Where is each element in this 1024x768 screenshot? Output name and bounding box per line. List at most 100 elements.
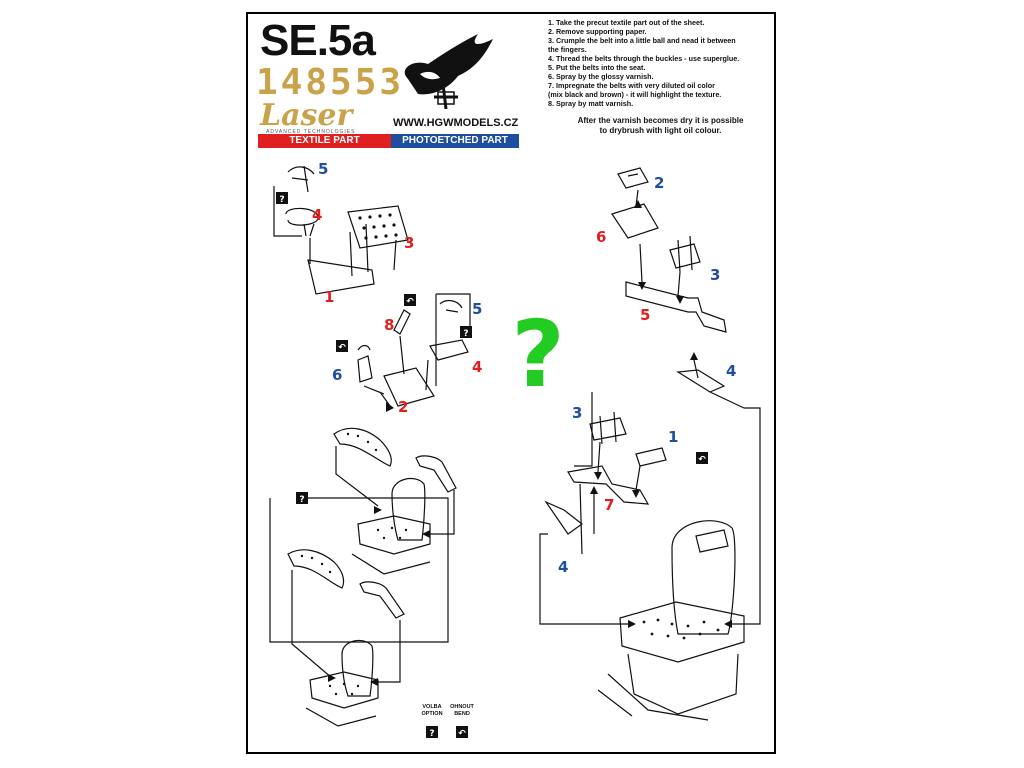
instruction-step: 2. Remove supporting paper. <box>548 27 647 36</box>
option-box-a: ? <box>276 192 288 205</box>
arrow-head <box>590 486 598 494</box>
textile-part-bar: TEXTILE PART <box>258 134 391 148</box>
arrow-head <box>724 620 732 628</box>
bend-arrow <box>357 344 371 351</box>
model-title: SE.5a <box>260 16 376 65</box>
bracket-d4-outline <box>544 500 584 535</box>
assembly-line <box>579 441 641 555</box>
arrow-head <box>638 282 646 290</box>
svg-text:↶: ↶ <box>458 729 466 739</box>
eagle-icon <box>404 34 493 110</box>
svg-text:?: ? <box>299 495 304 505</box>
small-seat-base-outline <box>351 553 431 575</box>
arrow-head <box>328 674 336 682</box>
buckle-b5-outline <box>439 299 463 313</box>
strap-loop-outline <box>285 207 319 237</box>
belt2-right-outline <box>359 581 405 619</box>
belt2-top-outline <box>287 549 345 589</box>
small-seat-cushion-outline <box>357 515 431 555</box>
seat-cushion-outline <box>619 601 745 663</box>
label-b8: 8 <box>384 316 394 334</box>
svg-text:?: ? <box>463 329 468 339</box>
belt-right-outline <box>415 455 457 493</box>
label-b4: 4 <box>472 358 482 376</box>
instruction-step: 5. Put the belts into the seat. <box>548 63 646 72</box>
assembly-line <box>635 189 699 379</box>
bend-box-d1: ↶ <box>696 452 708 465</box>
buckle-d1-outline <box>635 447 667 467</box>
photoetched-part-bar: PHOTOETCHED PART <box>391 134 519 148</box>
label-b6: 6 <box>332 366 342 384</box>
bracket-c4-outline <box>676 369 745 409</box>
assembly-line <box>379 335 429 407</box>
legend-bend-icon: ↶ <box>456 726 468 739</box>
seat-frame-outline <box>383 367 435 407</box>
leader-line <box>539 533 628 625</box>
svg-text:?: ? <box>429 729 434 739</box>
leader-line <box>291 570 401 683</box>
green-question-mark: ? <box>511 301 564 408</box>
belt-c5-outline <box>625 281 727 333</box>
side-strap-outline <box>357 355 385 395</box>
instruction-step: 8. Spray by matt varnish. <box>548 99 634 108</box>
label-d7: 7 <box>604 496 614 514</box>
instruction-step: 3. Crumple the belt into a little ball a… <box>548 36 736 54</box>
svg-text:↶: ↶ <box>698 455 706 465</box>
label-c4: 4 <box>726 362 736 380</box>
buckle-d3-outline <box>589 411 627 445</box>
arrow-head <box>676 296 684 304</box>
arrow-head <box>628 620 636 628</box>
after-varnish-note: After the varnish becomes dry it is poss… <box>577 116 744 135</box>
instruction-step: 1. Take the precut textile part out of t… <box>548 18 705 27</box>
arrow-head <box>690 352 698 360</box>
seat-rail-outline <box>597 673 709 721</box>
arrow-head <box>594 472 602 480</box>
brand-logo: Laser <box>260 98 353 133</box>
instruction-step: 6. Spray by the glossy varnish. <box>548 72 654 81</box>
assembly-line <box>309 223 397 277</box>
brand-tagline: ADVANCED TECHNOLOGIES <box>266 129 356 135</box>
assembly-diagram: ? ? ? ↶ ↶ ↶ 5 4 3 1 8 5 4 <box>269 160 761 739</box>
kit-number: 148553 <box>256 62 405 103</box>
label-d4: 4 <box>558 558 568 576</box>
label-a4: 4 <box>312 206 322 224</box>
label-c3: 3 <box>710 266 720 284</box>
svg-text:?: ? <box>279 195 284 205</box>
option-box-b: ? <box>460 326 472 339</box>
option-box-c: ? <box>296 492 308 505</box>
svg-text:↶: ↶ <box>338 343 346 353</box>
belt-d7-outline <box>567 465 650 505</box>
buckle-c2-outline <box>617 167 649 189</box>
arrow-head <box>370 678 378 686</box>
label-a5: 5 <box>318 160 328 178</box>
arrow-head <box>374 506 382 514</box>
legend-bend-label: OHNOUT BEND <box>450 704 474 717</box>
svg-text:↶: ↶ <box>406 297 414 307</box>
leader-line <box>335 446 455 535</box>
small-seat2-cushion-outline <box>309 671 379 709</box>
leader-line <box>732 407 761 625</box>
bend-box-b8: ↶ <box>404 294 416 307</box>
label-b5: 5 <box>472 300 482 318</box>
option-bracket <box>269 497 449 643</box>
seat-base-outline <box>627 653 739 715</box>
instruction-step: 7. Impregnate the belts with very dilute… <box>548 81 722 99</box>
label-c2: 2 <box>654 174 664 192</box>
label-a1: 1 <box>324 288 334 306</box>
small-seat-back-outline <box>391 477 426 541</box>
strap-8-outline <box>393 309 411 335</box>
instruction-sheet: SE.5a 148553 Laser ADVANCED TECHNOLOGIES… <box>246 12 776 754</box>
group-d-bracket <box>574 392 593 467</box>
label-d1: 1 <box>668 428 678 446</box>
belt-top-outline <box>333 427 392 467</box>
plate-c6-outline <box>611 203 659 239</box>
belt-part-outline <box>273 186 302 237</box>
instruction-step: 4. Thread the belts through the buckles … <box>548 54 740 63</box>
padded-belt-outline <box>347 205 409 249</box>
label-d3: 3 <box>572 404 582 422</box>
seat-back-outline <box>671 520 736 635</box>
buckle-c3-outline <box>669 235 701 273</box>
label-b2: 2 <box>398 398 408 416</box>
label-a3: 3 <box>404 234 414 252</box>
legend-option-label: VOLBA OPTION <box>421 704 443 717</box>
